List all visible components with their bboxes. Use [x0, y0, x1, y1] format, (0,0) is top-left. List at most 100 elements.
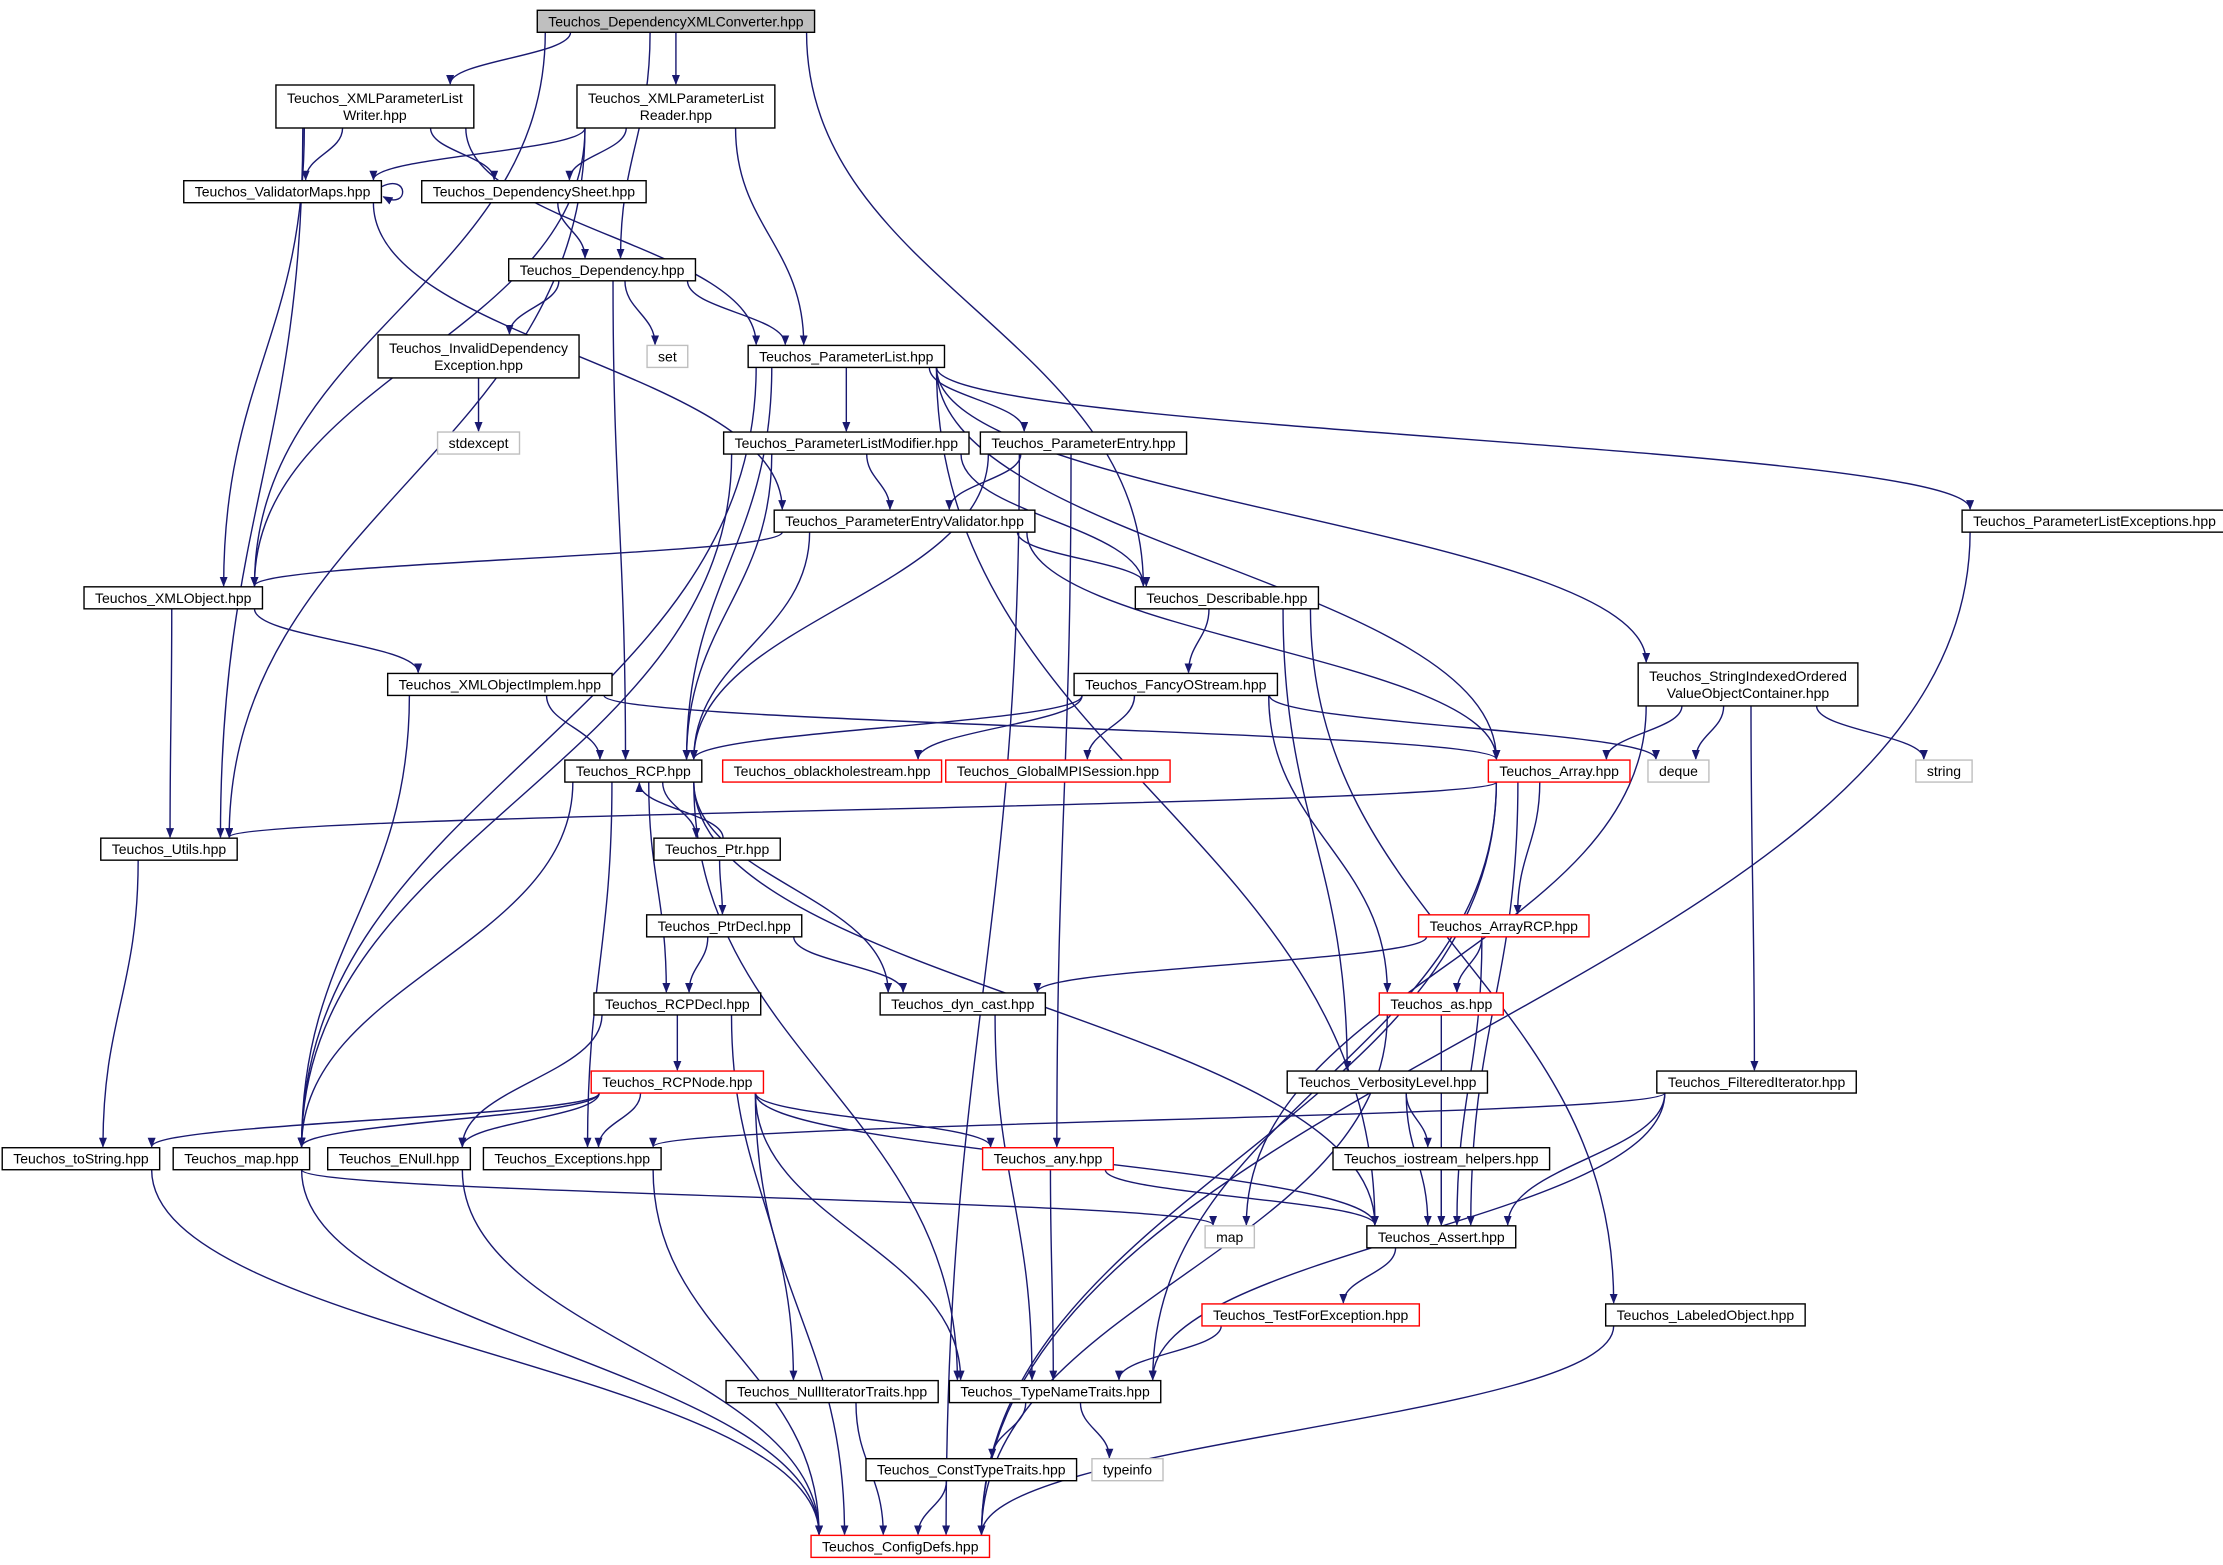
node-layer: Teuchos_DependencyXMLConverter.hppTeucho…: [1, 9, 2223, 1559]
edge-dync-to-tnt: [994, 1014, 1036, 1381]
node-tostr[interactable]: Teuchos_toString.hpp: [1, 1147, 161, 1171]
edge-rcpn-to-cfg: [754, 1093, 849, 1536]
node-exc[interactable]: Teuchos_Exceptions.hpp: [482, 1147, 662, 1171]
edge-utils-to-tostr: [98, 860, 139, 1148]
node-box: [377, 334, 580, 379]
node-ctt[interactable]: Teuchos_ConstTypeTraits.hpp: [865, 1457, 1078, 1482]
node-fos[interactable]: Teuchos_FancyOStream.hpp: [1073, 672, 1279, 697]
node-box: [1417, 914, 1590, 938]
node-label: Teuchos_Exceptions.hpp: [494, 1151, 650, 1167]
node-rcpn[interactable]: Teuchos_RCPNode.hpp: [590, 1070, 765, 1094]
node-ptr[interactable]: Teuchos_Ptr.hpp: [653, 837, 781, 861]
node-label: Writer.hpp: [343, 107, 407, 123]
node-label: Teuchos_FancyOStream.hpp: [1085, 676, 1267, 692]
node-dync[interactable]: Teuchos_dyn_cast.hpp: [879, 992, 1047, 1016]
edge-layer: [98, 32, 1974, 1536]
edge-xr-to-ds: [565, 127, 627, 181]
node-tnt[interactable]: Teuchos_TypeNameTraits.hpp: [948, 1379, 1162, 1404]
node-label: Teuchos_Dependency.hpp: [520, 262, 685, 278]
edge-rcpn-to-tnt: [754, 1093, 965, 1381]
node-arr[interactable]: Teuchos_Array.hpp: [1487, 759, 1631, 783]
node-box: [948, 1379, 1162, 1404]
edge-rcpn-to-enull: [458, 1092, 600, 1148]
node-ptrd[interactable]: Teuchos_PtrDecl.hpp: [645, 914, 803, 938]
node-plm[interactable]: Teuchos_ParameterListModifier.hpp: [722, 431, 970, 455]
node-nit[interactable]: Teuchos_NullIteratorTraits.hpp: [725, 1379, 939, 1404]
node-ds[interactable]: Teuchos_DependencySheet.hpp: [421, 179, 647, 204]
node-lo[interactable]: Teuchos_LabeledObject.hpp: [1604, 1303, 1806, 1327]
node-label: Teuchos_ArrayRCP.hpp: [1430, 918, 1579, 934]
node-vm[interactable]: Teuchos_ValidatorMaps.hpp: [183, 179, 383, 204]
node-box: [1332, 1147, 1551, 1171]
node-box: [83, 586, 264, 610]
node-label: Exception.hpp: [434, 357, 523, 373]
node-box: [1915, 759, 1973, 783]
node-stdexc[interactable]: stdexcept: [436, 431, 521, 455]
node-box: [747, 344, 946, 369]
edge-arcp-to-dync: [1033, 936, 1428, 993]
node-label: Teuchos_GlobalMPISession.hpp: [957, 763, 1160, 779]
node-sio[interactable]: Teuchos_StringIndexedOrderedValueObjectC…: [1637, 662, 1859, 707]
node-string[interactable]: string: [1915, 759, 1973, 783]
node-set[interactable]: set: [646, 344, 689, 369]
node-as[interactable]: Teuchos_as.hpp: [1378, 992, 1504, 1016]
edge-rcp-to-dync: [693, 782, 893, 993]
edge-desc-to-fos: [1184, 608, 1210, 674]
node-enull[interactable]: Teuchos_ENull.hpp: [326, 1147, 472, 1171]
node-fi[interactable]: Teuchos_FilteredIterator.hpp: [1656, 1070, 1857, 1094]
edge-fi-to-assert: [1503, 1093, 1666, 1226]
node-ioh[interactable]: Teuchos_iostream_helpers.hpp: [1332, 1147, 1551, 1171]
node-deque[interactable]: deque: [1647, 759, 1710, 783]
edge-as-to-cfg: [977, 1014, 1389, 1536]
edge-pl-to-ple: [935, 367, 1974, 511]
node-box: [1647, 759, 1710, 783]
edge-rcp-to-exc: [583, 782, 613, 1148]
node-box: [507, 258, 697, 282]
edge-xoi-to-map: [297, 695, 411, 1148]
edge-sio-to-string: [1815, 705, 1928, 761]
node-root[interactable]: Teuchos_DependencyXMLConverter.hpp: [536, 9, 816, 34]
node-verb[interactable]: Teuchos_VerbosityLevel.hpp: [1286, 1070, 1489, 1094]
node-label: Teuchos_toString.hpp: [13, 1151, 149, 1167]
node-label: string: [1927, 763, 1961, 779]
node-pev[interactable]: Teuchos_ParameterEntryValidator.hpp: [773, 509, 1036, 533]
node-dep[interactable]: Teuchos_Dependency.hpp: [507, 258, 697, 282]
node-tfe[interactable]: Teuchos_TestForException.hpp: [1201, 1303, 1421, 1327]
node-map[interactable]: Teuchos_map.hpp: [172, 1147, 311, 1171]
node-cfg[interactable]: Teuchos_ConfigDefs.hpp: [810, 1534, 991, 1559]
node-mapx[interactable]: map: [1204, 1225, 1256, 1249]
node-xo[interactable]: Teuchos_XMLObject.hpp: [83, 586, 264, 610]
edge-pev-to-xo: [250, 531, 783, 587]
node-box: [1604, 1303, 1806, 1327]
node-any[interactable]: Teuchos_any.hpp: [981, 1147, 1115, 1171]
node-utils[interactable]: Teuchos_Utils.hpp: [100, 837, 238, 861]
node-rcpd[interactable]: Teuchos_RCPDecl.hpp: [593, 992, 762, 1016]
node-assert[interactable]: Teuchos_Assert.hpp: [1366, 1225, 1517, 1249]
node-pl[interactable]: Teuchos_ParameterList.hpp: [747, 344, 946, 369]
edge-rcpn-to-any: [754, 1092, 995, 1148]
node-xoi[interactable]: Teuchos_XMLObjectImplem.hpp: [386, 672, 613, 697]
edge-fos-to-deque: [1268, 695, 1660, 761]
edge-map-to-mapx: [300, 1169, 1217, 1226]
node-typeinfo[interactable]: typeinfo: [1091, 1457, 1164, 1482]
edge-fos-to-gmpi: [1083, 695, 1136, 761]
node-desc[interactable]: Teuchos_Describable.hpp: [1134, 586, 1320, 610]
node-arcp[interactable]: Teuchos_ArrayRCP.hpp: [1417, 914, 1590, 938]
edge-arcp-to-as: [1452, 936, 1483, 993]
node-label: stdexcept: [449, 435, 509, 451]
node-rcp[interactable]: Teuchos_RCP.hpp: [564, 759, 703, 783]
node-obh[interactable]: Teuchos_oblackholestream.hpp: [721, 759, 943, 783]
edge-rcpn-to-tostr: [147, 1092, 600, 1148]
node-label: Teuchos_FilteredIterator.hpp: [1668, 1074, 1846, 1090]
edge-xw-to-xo: [219, 127, 306, 587]
node-label: typeinfo: [1103, 1462, 1152, 1478]
node-box: [1286, 1070, 1489, 1094]
node-box: [1637, 662, 1859, 707]
node-pe[interactable]: Teuchos_ParameterEntry.hpp: [979, 431, 1188, 455]
node-ple[interactable]: Teuchos_ParameterListExceptions.hpp: [1961, 509, 2223, 533]
node-gmpi[interactable]: Teuchos_GlobalMPISession.hpp: [945, 759, 1171, 783]
